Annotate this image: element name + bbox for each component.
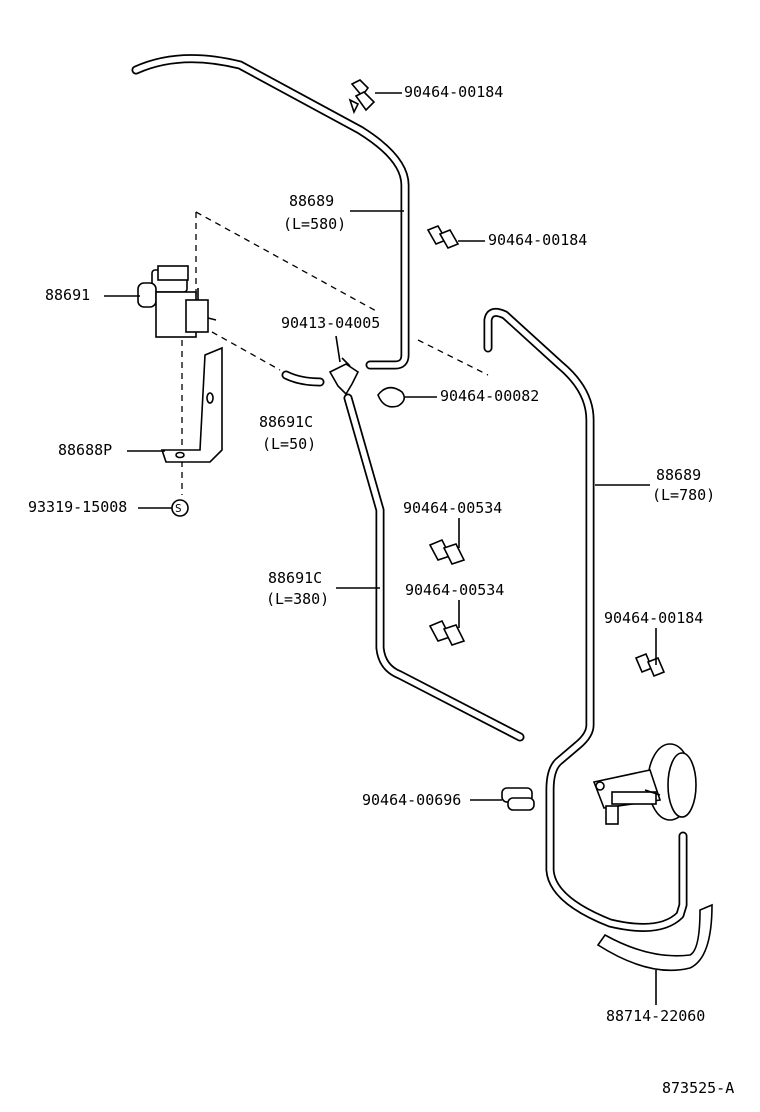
clip-top <box>348 79 376 115</box>
label-clip-upper-right: 90464-00184 <box>488 231 588 249</box>
bolt-symbol: S <box>175 502 182 515</box>
vsv-88691 <box>137 265 217 338</box>
label-clip-top: 90464-00184 <box>404 83 504 101</box>
actuator-assembly <box>592 743 697 825</box>
hose-88689-right <box>483 307 688 932</box>
bracket-88714-22060 <box>596 903 713 972</box>
clip-mid-2 <box>428 619 466 646</box>
label-hose-right-length: (L=780) <box>652 486 716 504</box>
label-hose-short: 88691C <box>259 413 314 431</box>
hose-88691c-short <box>281 370 325 387</box>
label-bracket: 88688P <box>58 441 113 459</box>
label-hose-right: 88689 <box>656 466 702 484</box>
clip-small <box>377 386 406 408</box>
label-clip-mid-2: 90464-00534 <box>405 581 505 599</box>
clip-right <box>634 652 666 678</box>
label-clip-lower: 90464-00696 <box>362 791 462 809</box>
bracket-88688p <box>160 346 223 463</box>
clip-lower <box>501 787 535 811</box>
dashed-guides <box>181 211 489 495</box>
label-clip-small: 90464-00082 <box>440 387 540 405</box>
label-hose-top: 88689 <box>289 192 335 210</box>
diagram-id: 873525-A <box>662 1079 735 1097</box>
label-hose-long-length: (L=380) <box>266 590 330 608</box>
label-hose-long: 88691C <box>268 569 323 587</box>
label-actuator-bracket: 88714-22060 <box>606 1007 706 1025</box>
label-bolt: 93319-15008 <box>28 498 128 516</box>
label-hose-top-length: (L=580) <box>283 215 347 233</box>
leader-lines <box>104 92 657 1005</box>
label-union: 90413-04005 <box>281 314 381 332</box>
label-vsv: 88691 <box>45 286 91 304</box>
clip-mid-1 <box>428 538 466 565</box>
union-90413-04005 <box>328 357 360 396</box>
label-clip-right: 90464-00184 <box>604 609 704 627</box>
label-clip-mid-1: 90464-00534 <box>403 499 503 517</box>
hose-88689-upper <box>131 54 410 370</box>
label-hose-short-length: (L=50) <box>262 435 317 453</box>
clip-upper-right <box>426 224 460 250</box>
hose-88691c-long <box>343 393 525 742</box>
